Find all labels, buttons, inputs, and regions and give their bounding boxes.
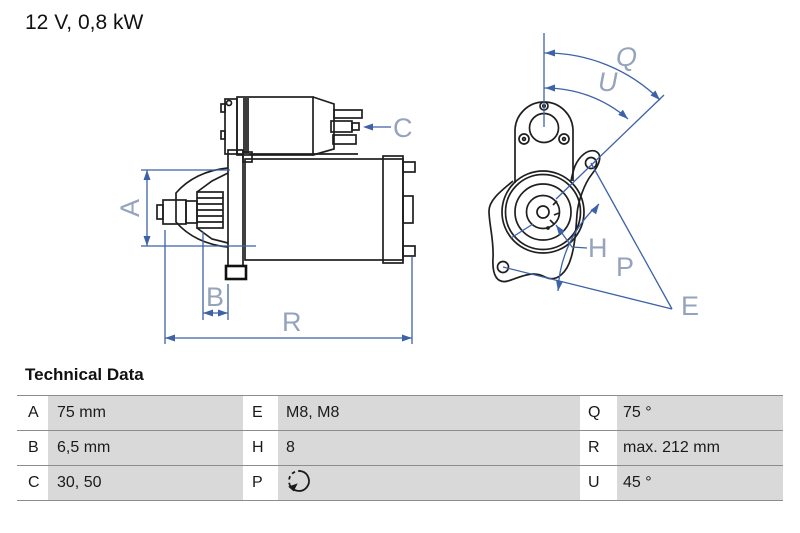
param-value-e: M8, M8 <box>278 396 580 430</box>
param-value-u: 45 ° <box>617 466 783 500</box>
param-key-e: E <box>243 396 278 430</box>
motor-body <box>244 158 404 261</box>
param-value-r: max. 212 mm <box>617 431 783 465</box>
dimension-p-label: P <box>616 252 634 282</box>
technical-data-table: A 75 mm E M8, M8 Q 75 ° B 6,5 mm H 8 R m… <box>17 395 783 501</box>
mounting-flange <box>227 149 244 267</box>
dimension-u-label: U <box>598 67 618 97</box>
front-view-dimensions <box>502 33 673 310</box>
dimension-r-label: R <box>282 307 302 337</box>
drive-end-housing <box>156 167 229 248</box>
table-row: B 6,5 mm H 8 R max. 212 mm <box>17 430 783 465</box>
param-value-a: 75 mm <box>48 396 243 430</box>
technical-data-heading: Technical Data <box>25 365 144 384</box>
gear-opening <box>501 170 585 254</box>
side-view-drawing: A B R <box>115 96 416 344</box>
dimension-r: R <box>164 230 413 344</box>
param-key-b: B <box>17 431 48 465</box>
rotation-direction-icon <box>288 470 310 493</box>
dimension-b: B <box>202 232 229 320</box>
spec-title: 12 V, 0,8 kW <box>25 11 144 34</box>
dimension-h-label: H <box>588 233 608 263</box>
dimension-a: A <box>115 169 256 247</box>
dimension-c: C <box>363 113 413 143</box>
dimension-a-label: A <box>115 199 145 217</box>
param-value-q: 75 ° <box>617 396 783 430</box>
dimension-q-label: Q <box>616 42 637 72</box>
dimension-e-label: E <box>681 291 699 321</box>
pinion-gear <box>196 191 224 229</box>
bolt-hole-bottom <box>496 260 510 274</box>
param-key-h: H <box>243 431 278 465</box>
table-row: C 30, 50 P U 45 ° <box>17 465 783 500</box>
solenoid-terminals <box>330 109 363 145</box>
front-view-drawing: Q U H P E <box>488 33 699 321</box>
bolt-hole-top <box>584 156 598 170</box>
table-row: A 75 mm E M8, M8 Q 75 ° <box>17 395 783 430</box>
param-key-c: C <box>17 466 48 500</box>
param-value-b: 6,5 mm <box>48 431 243 465</box>
param-value-c: 30, 50 <box>48 466 243 500</box>
param-value-p <box>278 466 580 500</box>
param-key-q: Q <box>580 396 617 430</box>
technical-drawing: A B R <box>115 33 699 344</box>
param-key-p: P <box>243 466 278 500</box>
param-key-u: U <box>580 466 617 500</box>
param-key-a: A <box>17 396 48 430</box>
param-value-h: 8 <box>278 431 580 465</box>
dimension-c-label: C <box>393 113 413 143</box>
dimension-b-label: B <box>206 282 224 312</box>
param-key-r: R <box>580 431 617 465</box>
flange-outline <box>488 149 601 283</box>
